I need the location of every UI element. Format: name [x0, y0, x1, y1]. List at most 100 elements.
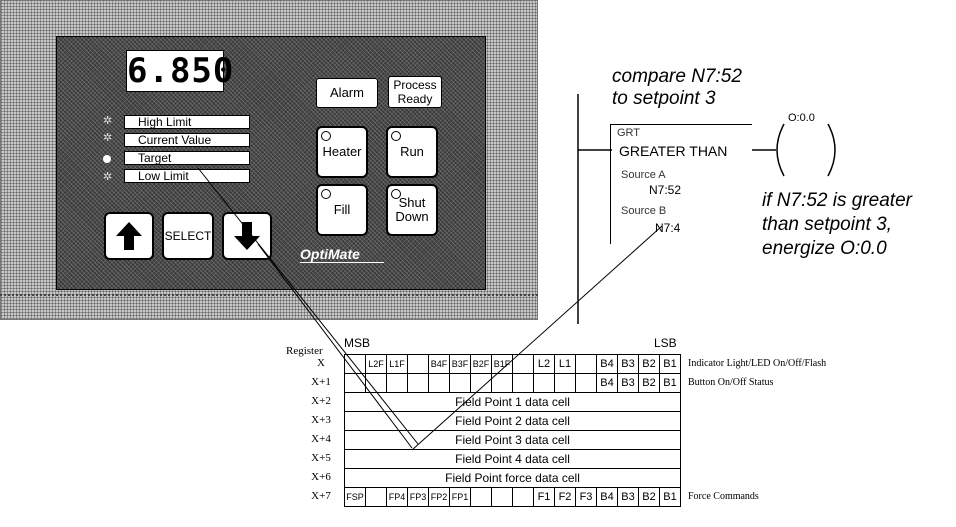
led-current-value: ✲ [103, 132, 113, 144]
register-bit-cell: B2 [638, 354, 660, 374]
register-bit-cell [344, 373, 366, 393]
register-bit-cell [491, 373, 513, 393]
source-a-label: Source A [621, 169, 666, 181]
led-high-limit: ✲ [103, 115, 113, 127]
shutdown-button[interactable]: Shut Down [386, 184, 438, 236]
register-data-cell: Field Point 4 data cell [344, 449, 681, 469]
register-bit-cell [470, 487, 492, 507]
fill-label: Fill [333, 202, 351, 217]
process-ready-indicator: Process Ready [388, 76, 442, 108]
register-bit-cell [554, 373, 576, 393]
grt-title: GREATER THAN [619, 143, 728, 159]
source-a-value: N7:52 [649, 183, 682, 197]
register-bit-cell [407, 373, 429, 393]
lsb-label: LSB [654, 336, 677, 350]
register-bit-cell [512, 354, 534, 374]
register-row-note: Button On/Off Status [688, 377, 774, 388]
coil-right [827, 123, 836, 177]
register-row: Field Point 3 data cell [344, 430, 681, 450]
numeric-display: 6.850 [126, 50, 235, 92]
energize-note-line3: energize O:0.0 [762, 238, 887, 259]
register-header: Register [286, 345, 323, 357]
register-bit-cell: B4 [596, 373, 618, 393]
source-b-value: N7:4 [655, 221, 681, 235]
fill-button[interactable]: Fill [316, 184, 368, 236]
register-bit-cell: L1 [554, 354, 576, 374]
run-button[interactable]: Run [386, 126, 438, 178]
register-address-label: X+5 [311, 452, 331, 464]
down-arrow-button[interactable] [222, 212, 272, 260]
register-address-label: X+4 [311, 433, 331, 445]
register-row: Field Point 4 data cell [344, 449, 681, 469]
register-bit-cell: B3F [449, 354, 471, 374]
register-data-cell: Field Point force data cell [344, 468, 681, 488]
register-address-label: X+2 [311, 395, 331, 407]
register-bit-cell: F1 [533, 487, 555, 507]
register-bit-cell [575, 373, 597, 393]
register-bit-cell [575, 354, 597, 374]
indicator-high-limit: High Limit [124, 115, 250, 129]
heater-pilot-light [321, 131, 331, 141]
register-bit-cell: F2 [554, 487, 576, 507]
register-bit-cell: B2 [638, 373, 660, 393]
register-row: Field Point force data cell [344, 468, 681, 488]
register-bit-cell: L2 [533, 354, 555, 374]
register-address-label: X+3 [311, 414, 331, 426]
register-bit-cell [344, 354, 366, 374]
select-button[interactable]: SELECT [162, 212, 214, 260]
register-data-cell: Field Point 2 data cell [344, 411, 681, 431]
register-bit-cell: B1 [659, 487, 681, 507]
register-bit-cell [470, 373, 492, 393]
register-address-label: X [317, 357, 325, 369]
source-b-label: Source B [621, 205, 667, 217]
register-row: Field Point 1 data cell [344, 392, 681, 412]
register-bit-cell: B3 [617, 487, 639, 507]
alarm-label: Alarm [330, 85, 364, 100]
register-address-label: X+6 [311, 471, 331, 483]
register-bit-cell [428, 373, 450, 393]
register-bit-cell: L1F [386, 354, 408, 374]
register-row: Field Point 2 data cell [344, 411, 681, 431]
coil-address: O:0.0 [788, 112, 815, 124]
register-bit-cell [533, 373, 555, 393]
register-bit-cell: FSP [344, 487, 366, 507]
alarm-indicator: Alarm [316, 78, 378, 108]
compare-comment-line2: to setpoint 3 [612, 88, 716, 109]
register-bit-cell: B1 [659, 354, 681, 374]
register-bit-cell: B1 [659, 373, 681, 393]
process-ready-label: Process Ready [393, 78, 437, 106]
register-bit-cell: FP2 [428, 487, 450, 507]
optimate-logo: OptiMate [300, 246, 384, 263]
led-low-limit: ✲ [103, 171, 113, 183]
coil-left [776, 123, 785, 177]
register-bit-cell [365, 373, 387, 393]
register-bit-cell [386, 373, 408, 393]
register-bit-cell: B2 [638, 487, 660, 507]
register-data-cell: Field Point 1 data cell [344, 392, 681, 412]
select-label: SELECT [164, 229, 212, 243]
panel-divider [0, 294, 538, 296]
register-bit-cell: L2F [365, 354, 387, 374]
heater-button[interactable]: Heater [316, 126, 368, 178]
register-data-cell: Field Point 3 data cell [344, 430, 681, 450]
energize-note-line1: if N7:52 is greater [762, 190, 912, 211]
energize-note-line2: than setpoint 3, [762, 214, 892, 235]
fill-pilot-light [321, 189, 331, 199]
register-bit-cell: F3 [575, 487, 597, 507]
up-arrow-button[interactable] [104, 212, 154, 260]
led-target [103, 155, 111, 163]
register-row-note: Indicator Light/LED On/Off/Flash [688, 358, 827, 369]
register-address-label: X+7 [311, 490, 331, 502]
up-arrow-icon [116, 222, 142, 250]
register-bit-cell: B4 [596, 487, 618, 507]
heater-label: Heater [322, 144, 362, 159]
register-bit-cell [407, 354, 429, 374]
grt-tag: GRT [617, 127, 641, 139]
compare-comment-line1: compare N7:52 [612, 66, 742, 87]
register-bit-cell: FP4 [386, 487, 408, 507]
register-bit-cell [449, 373, 471, 393]
indicator-target: Target [124, 151, 250, 165]
